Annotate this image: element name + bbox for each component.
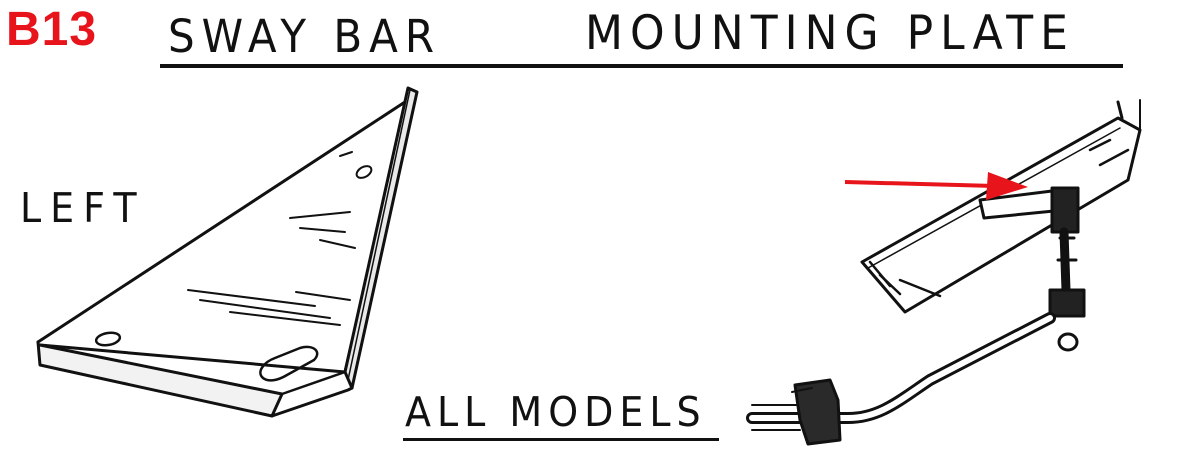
sway-bar-installation-drawing [746, 99, 1142, 446]
part-code: B13 [6, 3, 98, 56]
side-label: LEFT [20, 184, 146, 232]
title-sway-bar: SWAY BAR [168, 10, 442, 63]
title-mounting-plate: MOUNTING PLATE [585, 5, 1075, 62]
pointer-arrow [844, 172, 1028, 200]
models-label: ALL MODELS [405, 388, 707, 436]
title-underline [160, 64, 1123, 68]
mounting-plate-drawing [36, 86, 419, 418]
models-underline [403, 438, 719, 441]
